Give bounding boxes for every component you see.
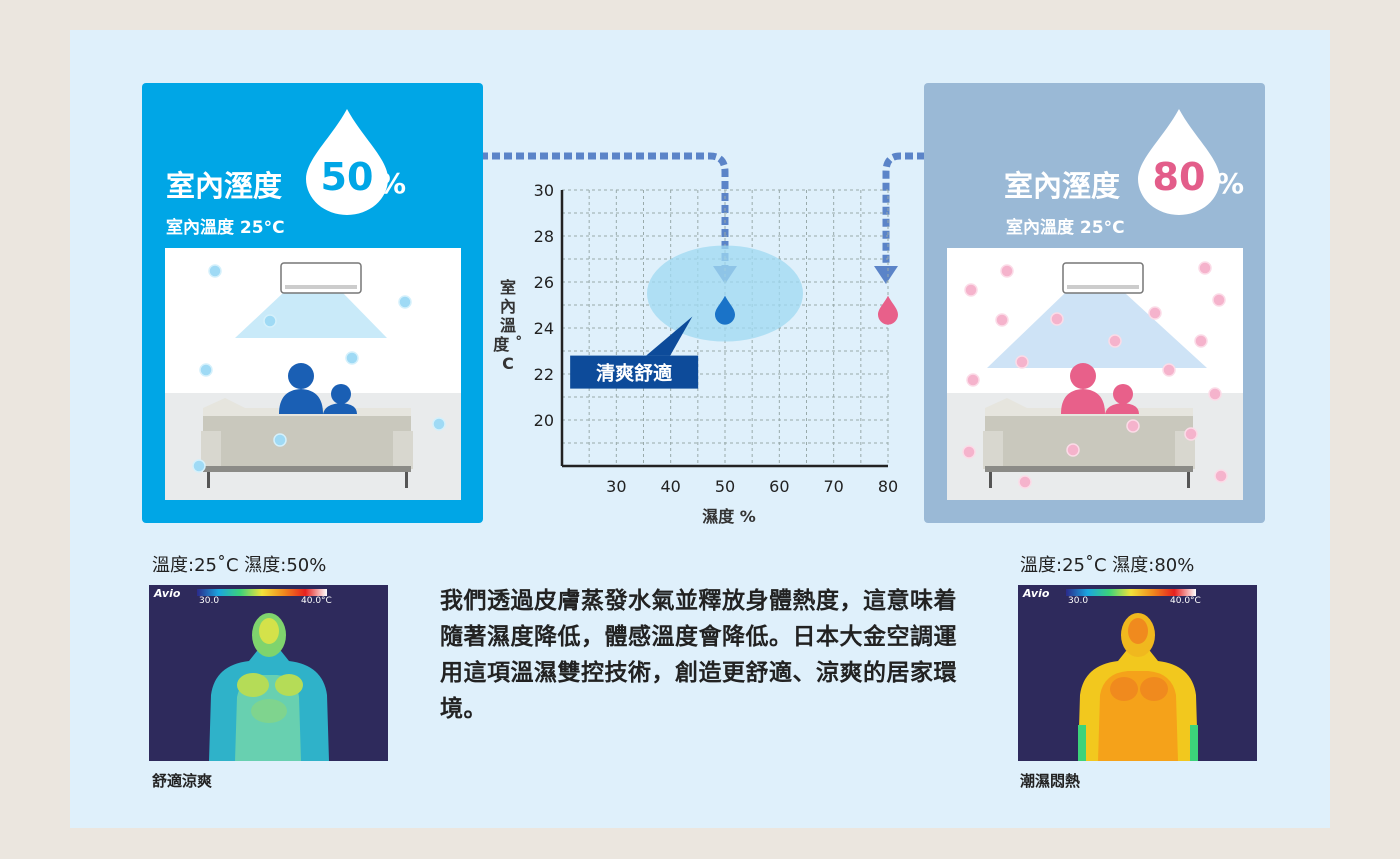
living-room-humid-scene [947,248,1243,500]
x-axis-label: 濕度 % [702,507,756,526]
y-tick-label: 30 [534,181,554,200]
sofa-icon [985,408,1193,466]
child-figure [331,384,351,404]
right-result-label: 潮濕悶熱 [1020,772,1081,790]
thermal-scale-low: 30.0 [1068,596,1089,606]
right-conditions: 溫度:25˚C 濕度:80% [1020,555,1195,576]
thermal-brand: Avio [154,587,181,600]
left-humidity-panel: 室內溼度 50 % 室內溫度 25°C [142,83,483,523]
hot-body-thermal [1078,613,1198,761]
left-panel-title: 室內溼度 [166,169,283,203]
left-conditions: 溫度:25˚C 濕度:50% [152,555,327,576]
comfort-label: 清爽舒適 [596,362,672,385]
comfort-callout-box [570,355,699,389]
parent-figure [1070,363,1096,389]
y-tick-label: 20 [534,411,554,430]
sofa-icon [203,408,411,466]
right-humidity-value: 80 [1152,155,1206,199]
description-paragraph: 我們透過皮膚蒸發水氣並釋放身體熱度，這意味着隨著濕度降低，體感溫度會降低。日本大… [440,588,957,722]
left-arrow-line [408,152,729,268]
thermal-scale-bar [197,589,327,596]
data-point-drop-icon [878,295,898,325]
y-tick-label: 22 [534,365,554,384]
callout-pointer [646,316,693,356]
y-tick-label: 28 [534,227,554,246]
right-arrow-head [874,266,898,284]
comfort-zone [647,245,803,342]
right-humidity-panel: 室內溼度 80 % 室內溫度 25°C [924,83,1265,523]
right-panel-subtitle: 室內溫度 25°C [1006,218,1125,238]
thermal-scale-bar [1066,589,1196,596]
moisture-bubbles [962,261,1228,489]
x-tick-label: 70 [823,477,843,496]
parent-figure [288,363,314,389]
water-drop-icon [306,109,388,215]
left-panel-subtitle: 室內溫度 25°C [166,218,285,238]
cool-air-beam [987,293,1207,368]
thermal-scale-high: 40.0°C [1170,596,1201,606]
x-tick-label: 40 [660,477,680,496]
thermal-scale-high: 40.0°C [301,596,332,606]
cool-body-thermal [209,613,329,761]
x-tick-label: 80 [878,477,898,496]
x-tick-label: 30 [606,477,626,496]
child-figure [1113,384,1133,404]
moisture-bubbles [192,264,446,473]
left-humidity-value: 50 [320,155,374,199]
water-drop-icon [1138,109,1220,215]
y-tick-label: 24 [534,319,554,338]
x-tick-label: 50 [715,477,735,496]
living-room-dry-scene [165,248,461,500]
right-arrow-line [882,152,985,268]
left-result-label: 舒適涼爽 [152,772,213,790]
right-percent-sign: % [1216,167,1245,200]
right-panel-title: 室內溼度 [1004,169,1121,203]
y-axis-label: 室內溫度 ˚C [493,278,523,373]
y-tick-label: 26 [534,273,554,292]
thermal-brand: Avio [1023,587,1050,600]
humidity-temperature-chart: 30 40 50 60 70 80 30 28 26 24 22 20 清爽舒適 濕度 % [534,181,899,526]
left-percent-sign: % [378,167,407,200]
thermal-scale-low: 30.0 [199,596,220,606]
left-thermal-image: Avio 30.0 40.0°C [149,585,388,761]
data-point-drop-icon [715,295,735,325]
x-tick-label: 60 [769,477,789,496]
right-thermal-image: Avio 30.0 40.0°C [1018,585,1257,761]
